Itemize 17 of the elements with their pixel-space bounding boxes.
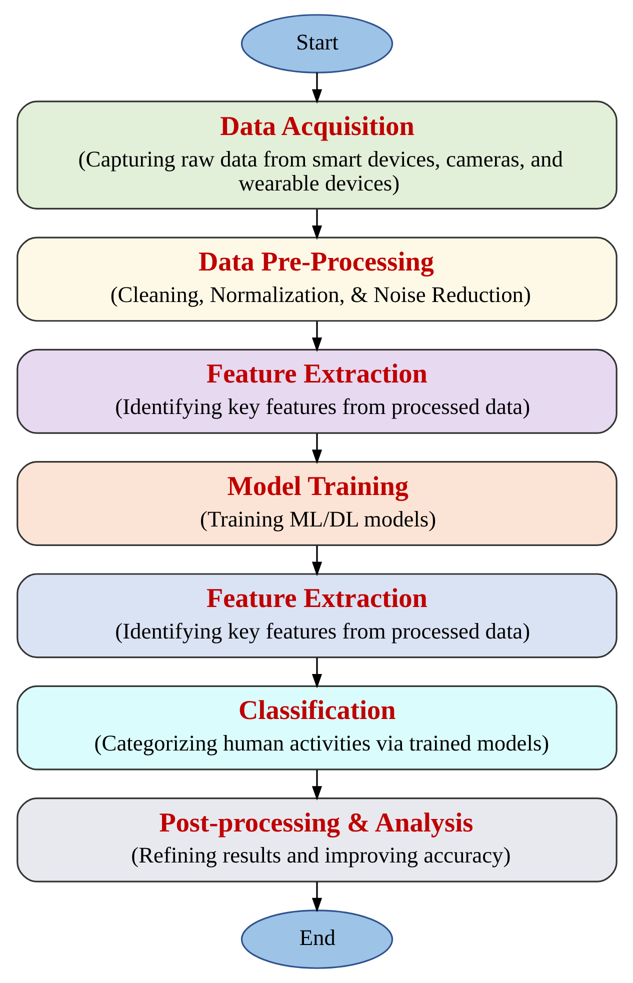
- node-box: Data Acquisition (Capturing raw data from smart devices, cameras, and wearable devices): [16, 100, 617, 210]
- node-box: Feature Extraction (Identifying key features from processed data): [16, 348, 617, 434]
- arrow: [311, 434, 322, 464]
- arrow: [311, 321, 322, 352]
- node-ellipse: End: [240, 910, 393, 969]
- node-box: Data Pre-Processing (Cleaning, Normalization, & Noise Reduction): [16, 236, 617, 322]
- arrow: [311, 770, 322, 801]
- node-box: Post-processing & Analysis (Refining results and improving accuracy): [16, 798, 617, 882]
- arrow: [311, 882, 322, 912]
- node-ellipse: Start: [240, 14, 393, 74]
- arrow: [311, 546, 322, 576]
- arrow: [311, 209, 322, 240]
- arrow: [311, 658, 322, 688]
- arrow: [311, 72, 322, 104]
- node-box: Model Training (Training ML/DL models): [16, 461, 617, 546]
- node-box: Feature Extraction (Identifying key features from processed data): [16, 573, 617, 658]
- node-box: Classification (Categorizing human activities via trained models): [16, 685, 617, 770]
